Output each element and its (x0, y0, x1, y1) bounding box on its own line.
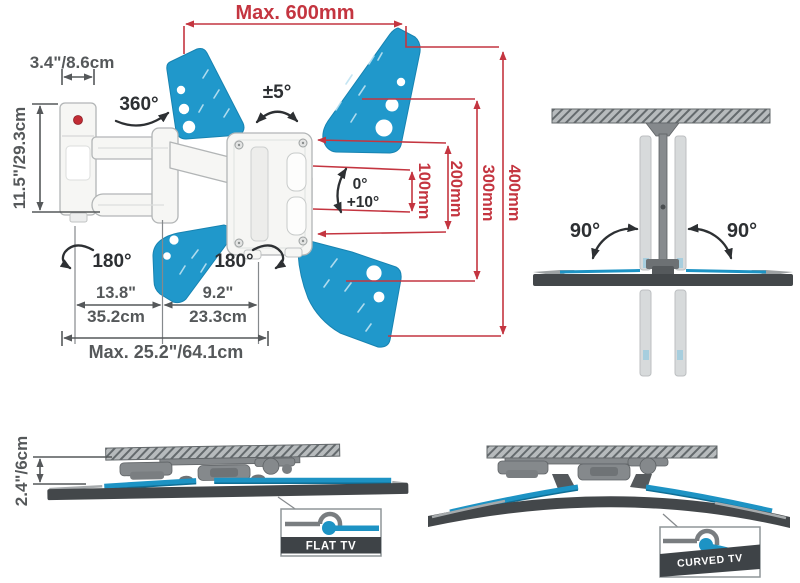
curved-tv-diagram: CURVED TV (428, 445, 790, 578)
level-angle-label: ±5° (263, 82, 292, 103)
red-dimensions: Max. 600mm 400mm 300mm 200mm 100mm (183, 2, 523, 337)
wing-sheen-marks (179, 249, 207, 275)
curved-tv-badge: CURVED TV (659, 526, 761, 578)
rotation-diagram: 90° 90° (533, 108, 793, 377)
wall-bracket (59, 102, 97, 223)
folded-mount-profile (497, 457, 669, 489)
angle-annotations: 360° ±5° 0° +10° 180° 180° (59, 82, 380, 272)
vesa-wing-lower-right (297, 239, 402, 348)
dim-arm1-cm: 35.2cm (87, 307, 145, 326)
dim-vesa-300: 300mm (479, 165, 497, 222)
vesa-wing-upper-right (322, 27, 421, 154)
curved-tv-badge-label: CURVED TV (677, 552, 744, 570)
tilt-min-label: 0° (353, 176, 368, 193)
dim-max-width: Max. 600mm (236, 2, 355, 24)
flat-tv-badge-label: FLAT TV (306, 541, 357, 553)
dim-arm1-inches: 13.8" (96, 284, 136, 302)
mount-column (658, 133, 668, 263)
profile-depth-dimension: 2.4"/6cm (12, 436, 112, 506)
tilt-max-label: +10° (347, 194, 380, 211)
dim-arm2-inches: 9.2" (203, 284, 234, 302)
curved-tv-panel (428, 496, 790, 528)
flat-tv-profile-icon (285, 511, 379, 535)
dim-vesa-100: 100mm (415, 163, 433, 220)
articulating-mount-diagram: Max. 600mm 400mm 300mm 200mm 100mm 3.4"/… (10, 2, 523, 362)
wing-sheen-marks (198, 69, 230, 118)
wall-section (551, 108, 771, 124)
dim-vesa-200: 200mm (447, 161, 465, 218)
wall-section (486, 445, 718, 459)
flat-tv-badge: FLAT TV (280, 508, 382, 557)
portrait-tv-ghost (639, 135, 687, 377)
landscape-tv (533, 269, 793, 286)
corner-screws (234, 138, 308, 248)
wing-sheen-marks (335, 52, 383, 123)
flat-tv-assembly (47, 443, 409, 501)
dim-plate-height: 11.5"/29.3cm (10, 107, 29, 210)
wing-sheen-marks (323, 258, 372, 332)
arm-rotation-left-label: 180° (92, 251, 131, 272)
rotate-left-label: 90° (570, 220, 600, 242)
dim-arm2-cm: 23.3cm (189, 307, 247, 326)
folded-mount-profile (119, 456, 301, 484)
mount-indicator-dot (73, 115, 83, 125)
dim-max-extension: Max. 25.2"/64.1cm (89, 342, 244, 362)
dim-plate-width: 3.4"/8.6cm (30, 53, 115, 72)
dim-vesa-400: 400mm (505, 165, 523, 222)
rotate-right-label: 90° (727, 220, 757, 242)
vesa-wing-upper-left (166, 48, 245, 140)
vesa-head-plate (226, 132, 313, 260)
dim-profile-depth: 2.4"/6cm (12, 436, 31, 506)
ceiling-joint (645, 122, 680, 137)
arm-rotation-right-label: 180° (214, 251, 253, 272)
flat-tv-panel (47, 480, 409, 501)
gray-dimensions: 3.4"/8.6cm 11.5"/29.3cm 13.8" 35.2cm 9.2… (10, 53, 269, 362)
swivel-angle-label: 360° (119, 94, 158, 115)
flat-tv-diagram: 2.4"/6cm FLAT TV (12, 436, 409, 557)
